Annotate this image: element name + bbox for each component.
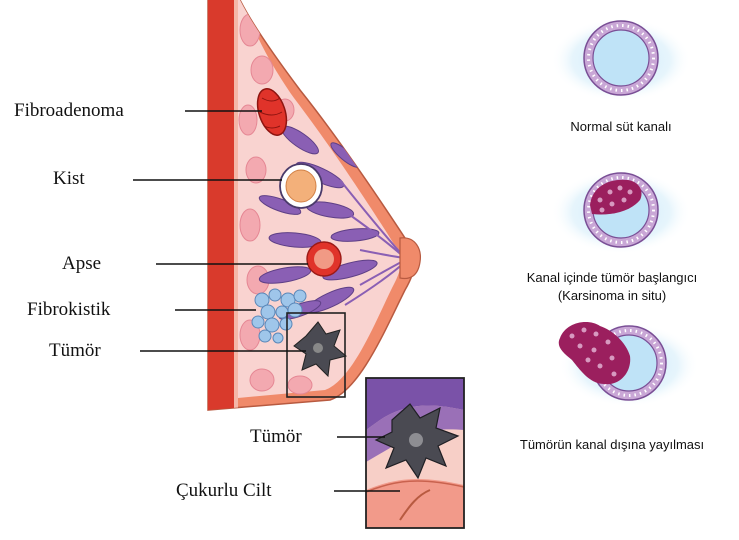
breast-cross-section	[208, 0, 420, 410]
caption-normal-duct: Normal süt kanalı	[521, 118, 721, 135]
caption-invasive: Tümörün kanal dışına yayılması	[486, 436, 738, 453]
label-inset-tumor: Tümör	[250, 427, 302, 446]
label-fibrokistik: Fibrokistik	[27, 300, 110, 319]
label-tumor: Tümör	[49, 341, 101, 360]
label-kist: Kist	[53, 169, 85, 188]
abscess	[307, 242, 341, 276]
duct-invasive	[559, 322, 699, 407]
nipple	[400, 238, 420, 279]
duct-normal	[551, 18, 691, 102]
label-cukurlu-cilt: Çukurlu Cilt	[176, 481, 272, 500]
label-apse: Apse	[62, 254, 101, 273]
cyst	[280, 164, 322, 208]
label-fibroadenoma: Fibroadenoma	[14, 101, 124, 120]
duct-in-situ	[551, 170, 691, 254]
chest-muscle	[208, 0, 234, 410]
tumor-inset	[366, 378, 464, 528]
caption-in-situ-sub: (Karsinoma in situ)	[486, 287, 738, 304]
caption-in-situ: Kanal içinde tümör başlangıcı	[486, 269, 738, 286]
